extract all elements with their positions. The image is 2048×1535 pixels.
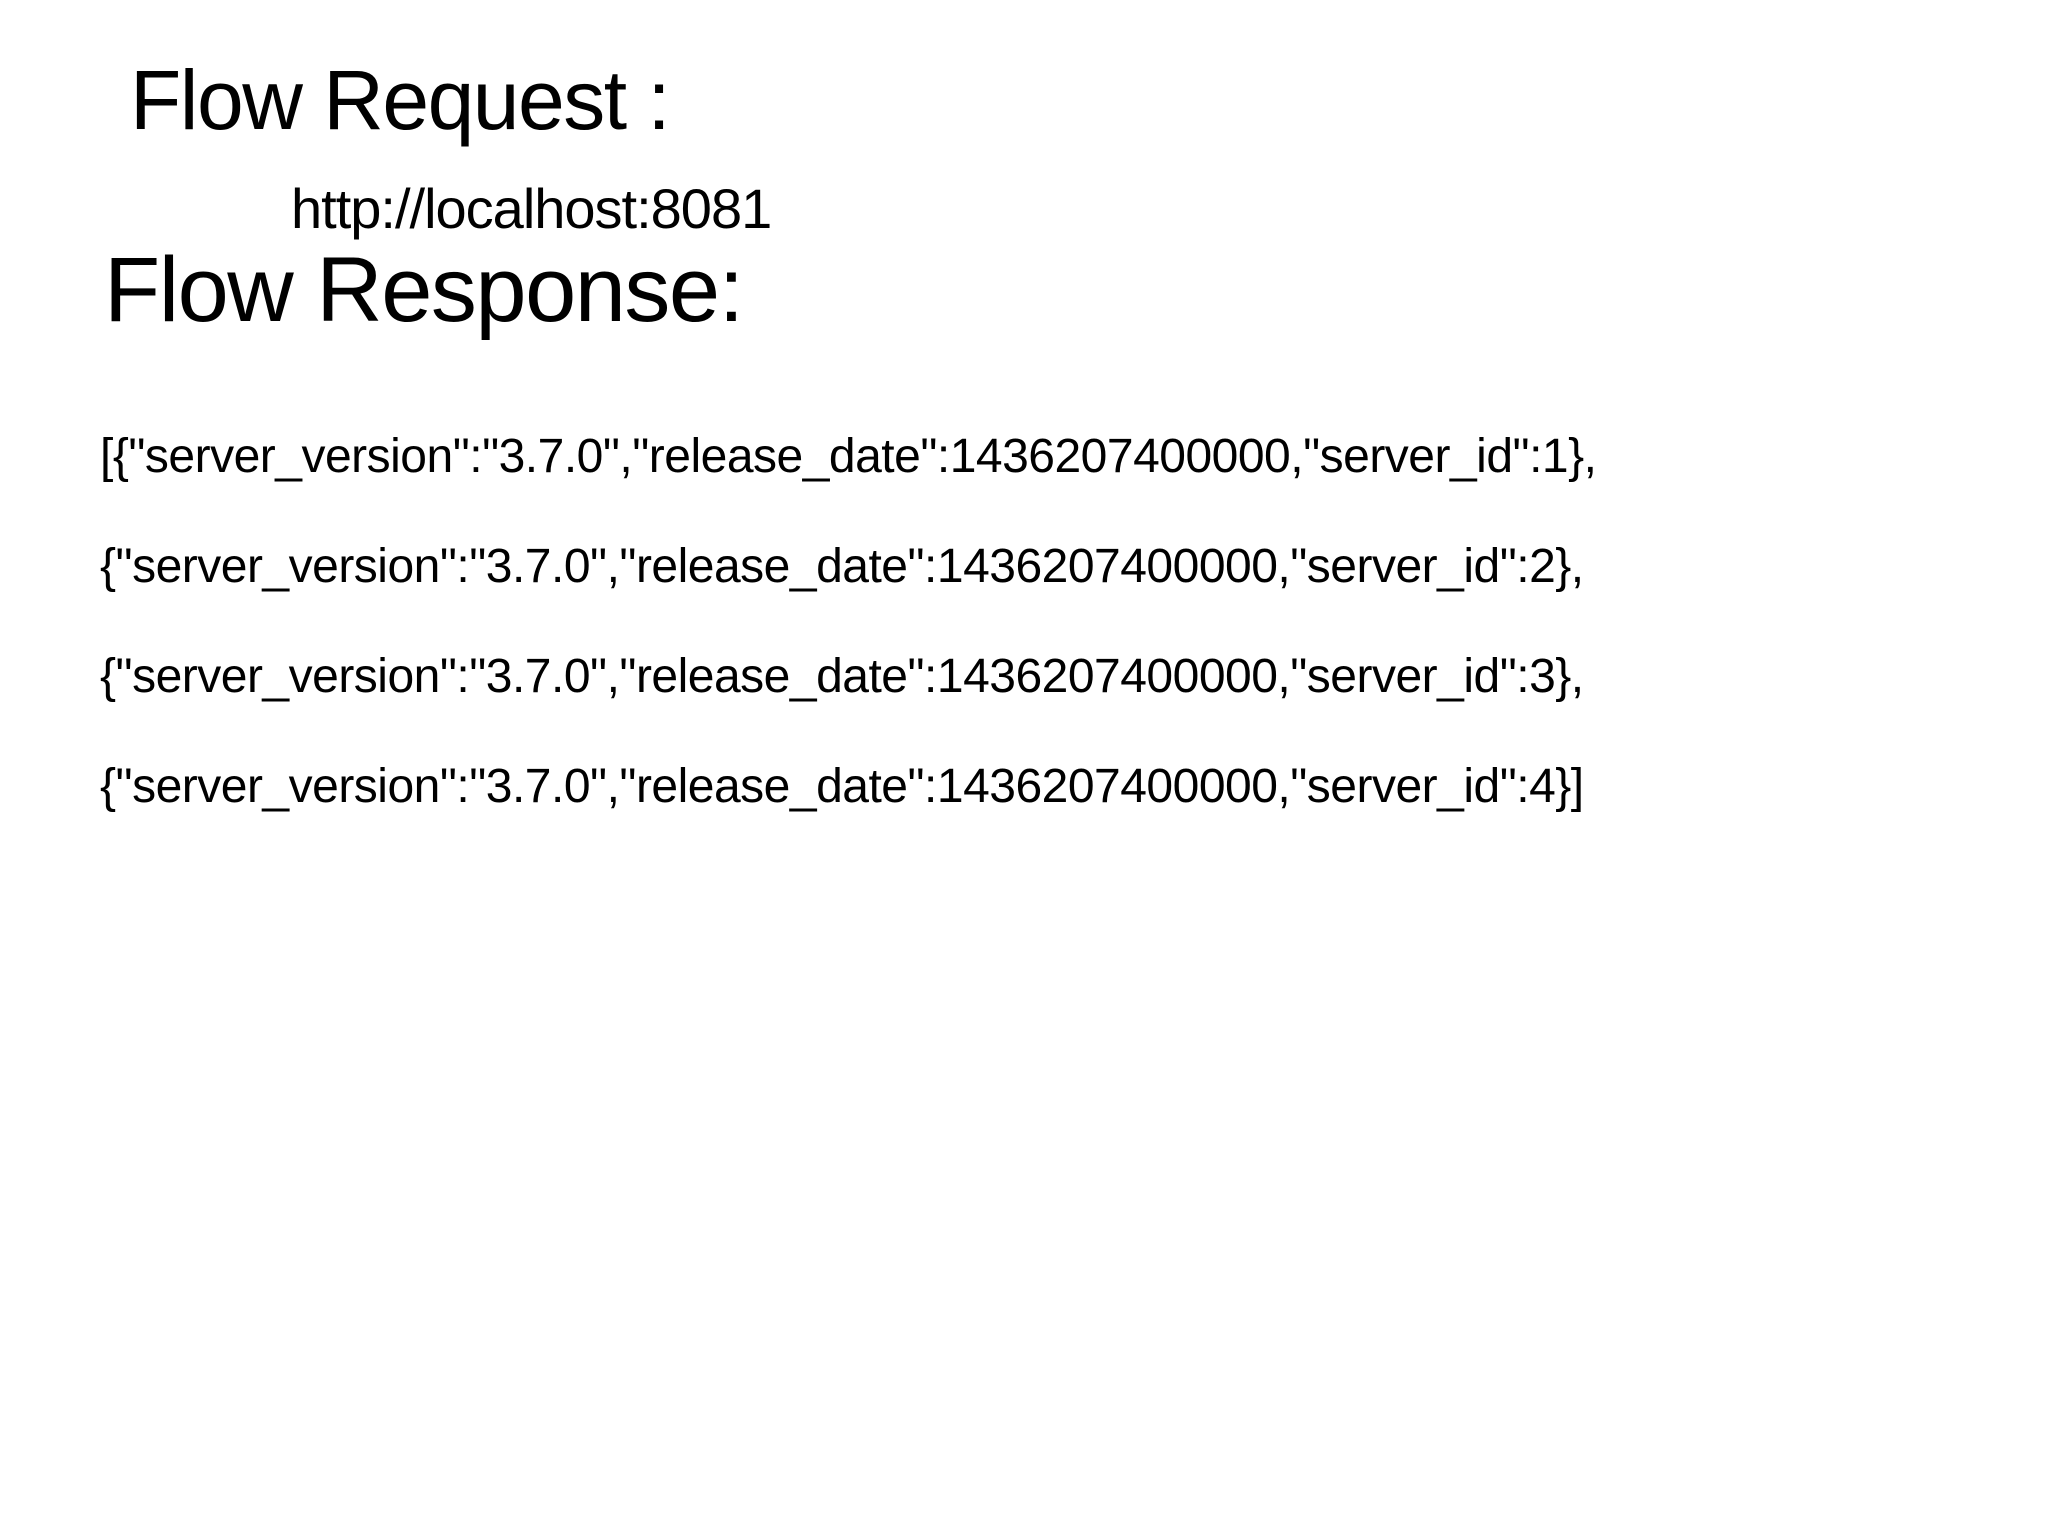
flow-request-heading: Flow Request :	[130, 53, 671, 147]
flow-response-heading: Flow Response:	[104, 239, 744, 341]
json-line-server-2: {"server_version":"3.7.0","release_date"…	[100, 540, 1584, 593]
json-line-server-1: [{"server_version":"3.7.0","release_date…	[100, 430, 1597, 483]
response-json-block: [{"server_version":"3.7.0","release_date…	[100, 402, 1597, 842]
json-line-server-4: {"server_version":"3.7.0","release_date"…	[100, 760, 1584, 813]
request-url-text: http://localhost:8081	[291, 177, 772, 240]
json-line-server-3: {"server_version":"3.7.0","release_date"…	[100, 650, 1584, 703]
